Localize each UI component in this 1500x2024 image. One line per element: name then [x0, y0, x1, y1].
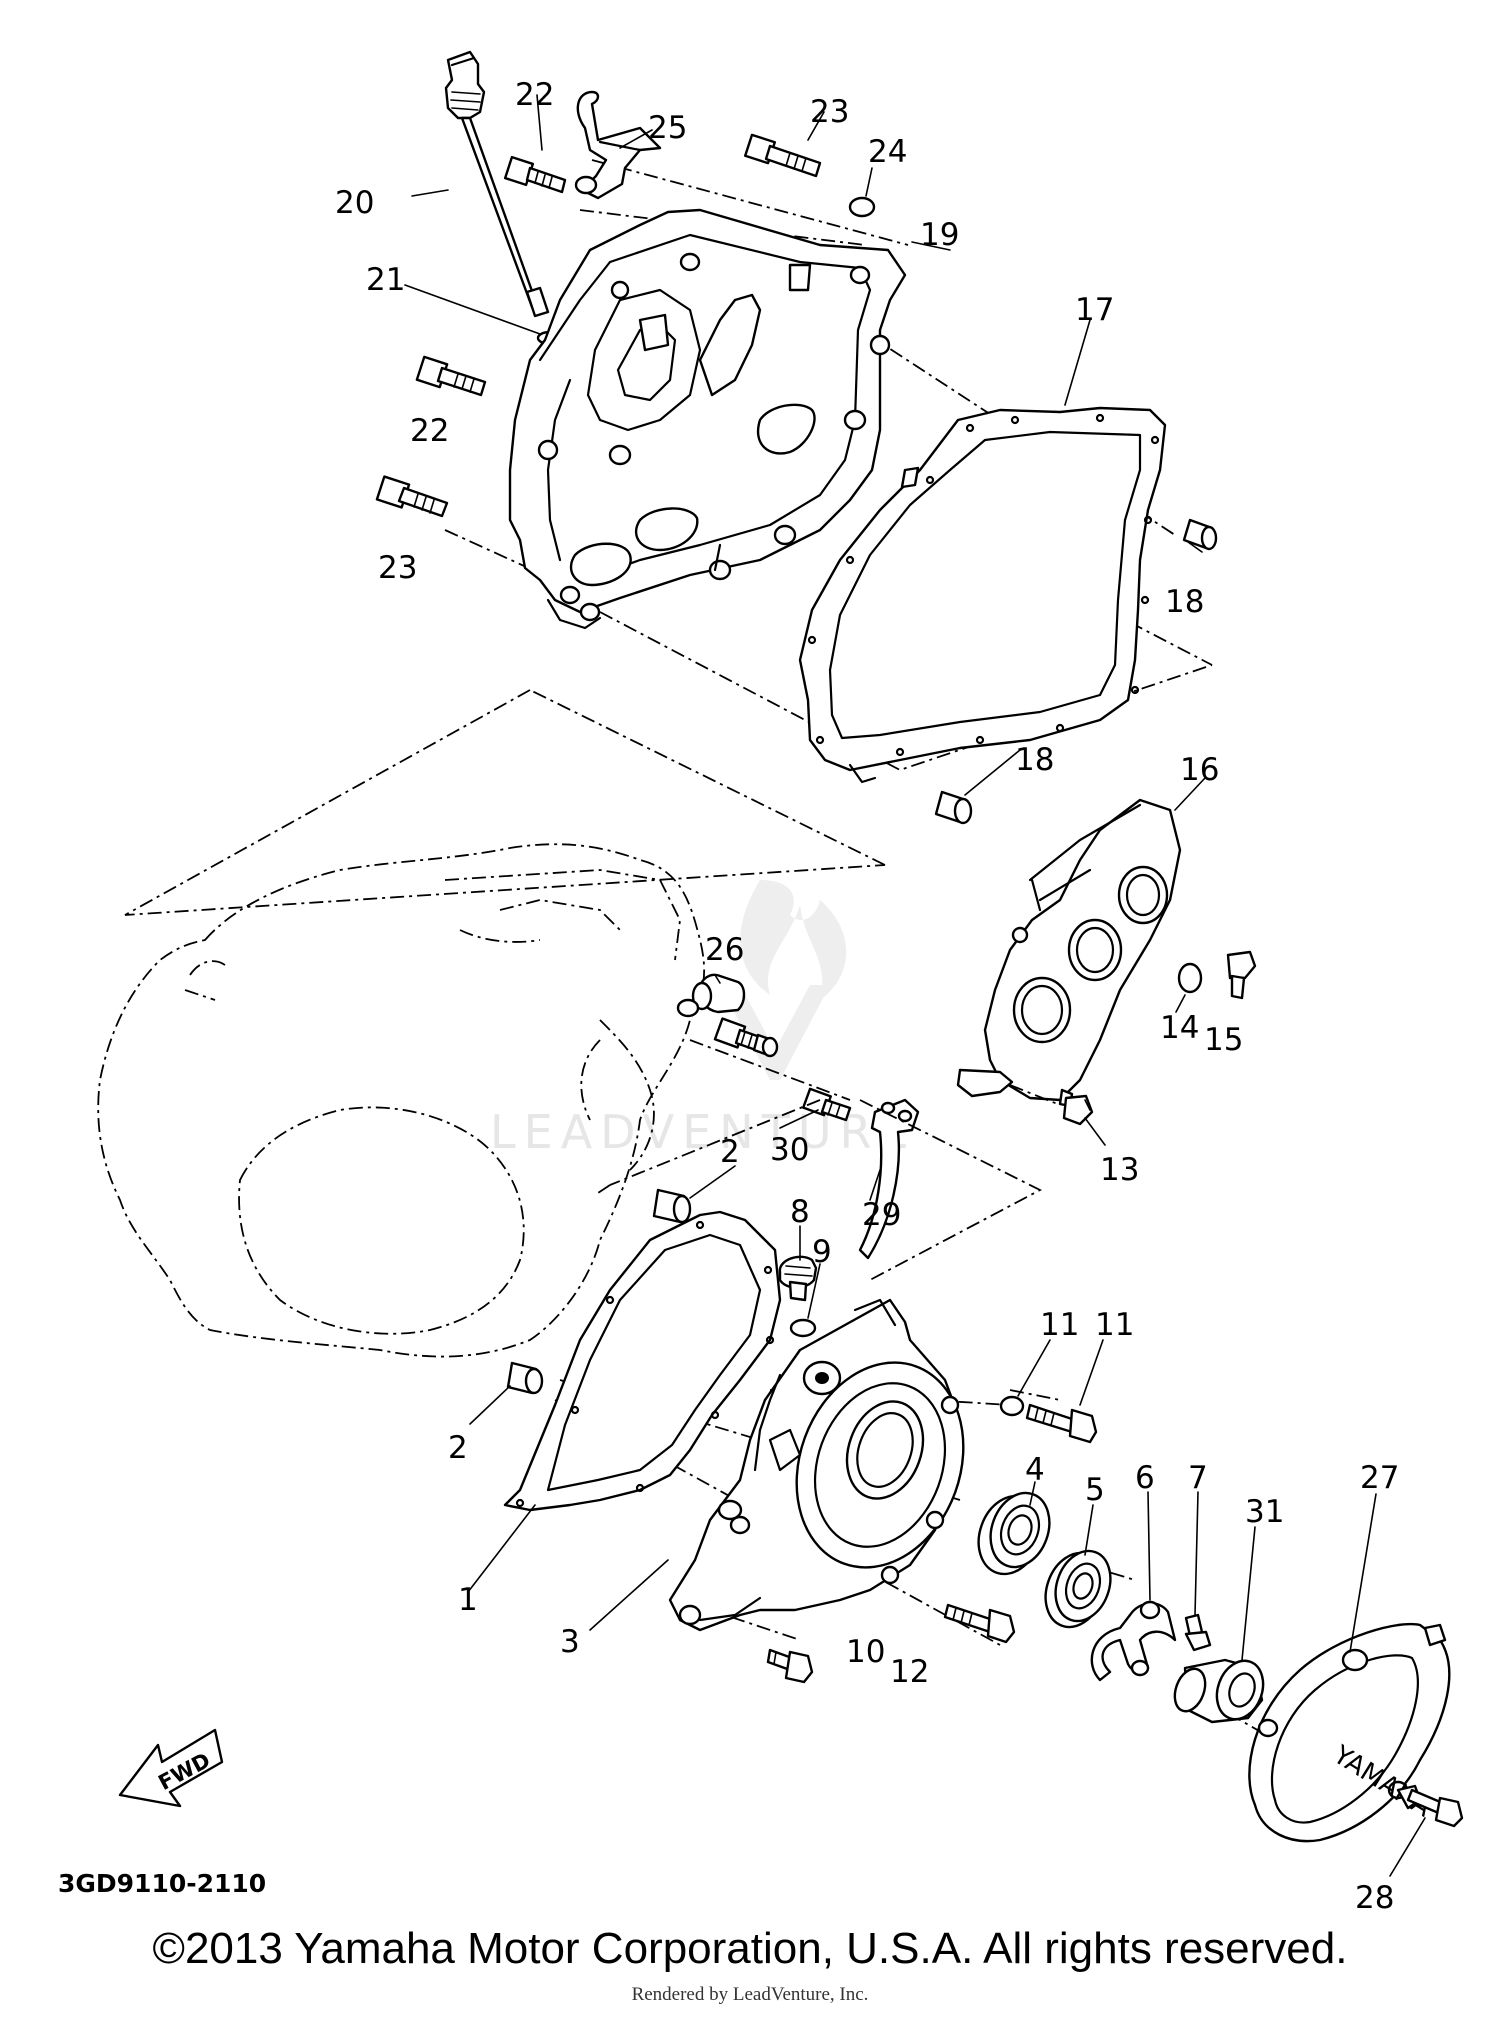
callout-14: 13 [1100, 1152, 1139, 1188]
callout-1: 1 [458, 1582, 478, 1618]
callout-2a: 2 [720, 1134, 740, 1170]
sprocket-cover [956, 798, 1182, 1102]
collar [676, 973, 746, 1018]
bolt-left-middle [415, 355, 487, 397]
callout-29: 29 [862, 1197, 901, 1233]
crankcase-cover-gasket [503, 1210, 782, 1512]
callout-21: 21 [366, 262, 405, 298]
bolt-upper-right [743, 133, 822, 178]
callout-22a: 22 [515, 77, 554, 113]
sleeve-collar [1173, 1658, 1265, 1724]
callout-26: 26 [705, 932, 744, 968]
clutch-cover [508, 208, 907, 630]
callout-17: 17 [1075, 292, 1114, 328]
callout-5: 5 [1085, 1472, 1105, 1508]
filler-plug [778, 1255, 818, 1302]
callout-15: 14 [1160, 1010, 1199, 1046]
rendered-by-credit: Rendered by LeadVenture, Inc. [631, 1984, 869, 2005]
bolt-sprocket-lower [1058, 1088, 1094, 1126]
bolt-cover-lower-right [943, 1603, 1016, 1644]
washer-sprocket [1177, 962, 1203, 994]
retainer-plate [1090, 1600, 1177, 1682]
bolt-cover-lower-left [766, 1648, 814, 1684]
diagram-code: 3GD9110-2110 [58, 1869, 266, 1898]
bolt-upper [503, 155, 567, 194]
dowel-pin-gasket-upper [652, 1188, 692, 1224]
callout-20: 20 [335, 185, 374, 221]
bearing [977, 1491, 1051, 1576]
watermark-text: LEADVENTURE [490, 1105, 917, 1159]
dowel-pin-gasket-lower [506, 1361, 544, 1395]
callout-16: 15 [1204, 1022, 1243, 1058]
callout-22b: 22 [410, 413, 449, 449]
washer [848, 196, 876, 218]
watermark: LEADVENTURE [490, 880, 917, 1159]
callout-24: 24 [868, 134, 907, 170]
plug-o-ring [789, 1318, 817, 1338]
cover-gasket [798, 406, 1167, 784]
callout-12: 11 [1040, 1307, 1079, 1343]
callout-6: 6 [1135, 1460, 1155, 1496]
callout-18a: 18 [1165, 584, 1204, 620]
callout-31: 31 [1245, 1494, 1284, 1530]
oil-seal [1044, 1549, 1112, 1629]
callout-2b: 2 [448, 1430, 468, 1466]
dipstick [444, 50, 550, 318]
align-sprocket [1009, 1084, 1061, 1106]
callout-30: 30 [770, 1132, 809, 1168]
leader-lines [404, 94, 1426, 1877]
callout-25: 25 [648, 110, 687, 146]
callout-18b: 18 [1015, 742, 1054, 778]
callout-10: 10 [846, 1634, 885, 1670]
crankcase-cover [668, 1298, 965, 1632]
bolt-sprocket-cover [1226, 950, 1257, 1000]
bolt-outer-cover [1396, 1784, 1464, 1828]
dowel-pin-upper [1182, 518, 1218, 551]
callout-8: 8 [790, 1194, 810, 1230]
forward-arrow: FWD [118, 1728, 224, 1808]
callout-13: 16 [1180, 752, 1219, 788]
callout-19: 19 [920, 217, 959, 253]
outer-cover: YAMAHA [1248, 1622, 1451, 1843]
callouts: 22 25 23 24 20 19 21 17 22 23 18 18 16 2… [335, 77, 1399, 1916]
washer-cover [999, 1395, 1025, 1417]
dowel-pin-lower [934, 790, 973, 825]
callout-28: 28 [1355, 1880, 1394, 1916]
bolt-crankcase [713, 1017, 779, 1058]
cable-bracket [574, 90, 662, 200]
callout-23a: 23 [810, 94, 849, 130]
callout-7: 7 [1188, 1460, 1208, 1496]
copyright-notice: ©2013 Yamaha Motor Corporation, U.S.A. A… [152, 1924, 1348, 1973]
bolt-cover-upper [1025, 1403, 1098, 1444]
callout-4: 4 [1025, 1452, 1045, 1488]
callout-27: 27 [1360, 1460, 1399, 1496]
callout-11a: 11 [1095, 1307, 1134, 1343]
crankcase-outline [97, 843, 706, 1358]
bolt-left-lower [375, 475, 449, 518]
callout-9: 9 [812, 1234, 832, 1270]
callout-3: 3 [560, 1624, 580, 1660]
callout-23b: 23 [378, 550, 417, 586]
retainer-screw [1184, 1613, 1212, 1652]
callout-11b: 12 [890, 1654, 929, 1690]
